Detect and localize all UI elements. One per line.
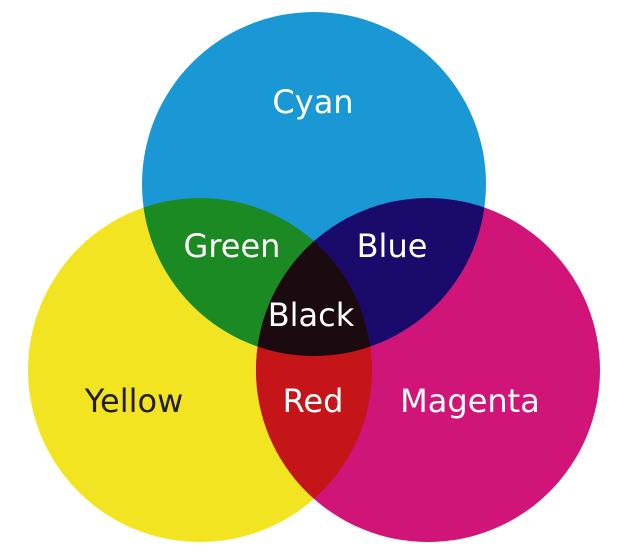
magenta-label: Magenta (400, 382, 540, 420)
black-overlap (256, 198, 372, 356)
green-label: Green (184, 227, 281, 265)
cyan-label: Cyan (272, 83, 353, 121)
red-label: Red (283, 382, 344, 420)
yellow-label: Yellow (84, 382, 184, 420)
blue-label: Blue (357, 227, 428, 265)
black-label: Black (268, 296, 355, 334)
